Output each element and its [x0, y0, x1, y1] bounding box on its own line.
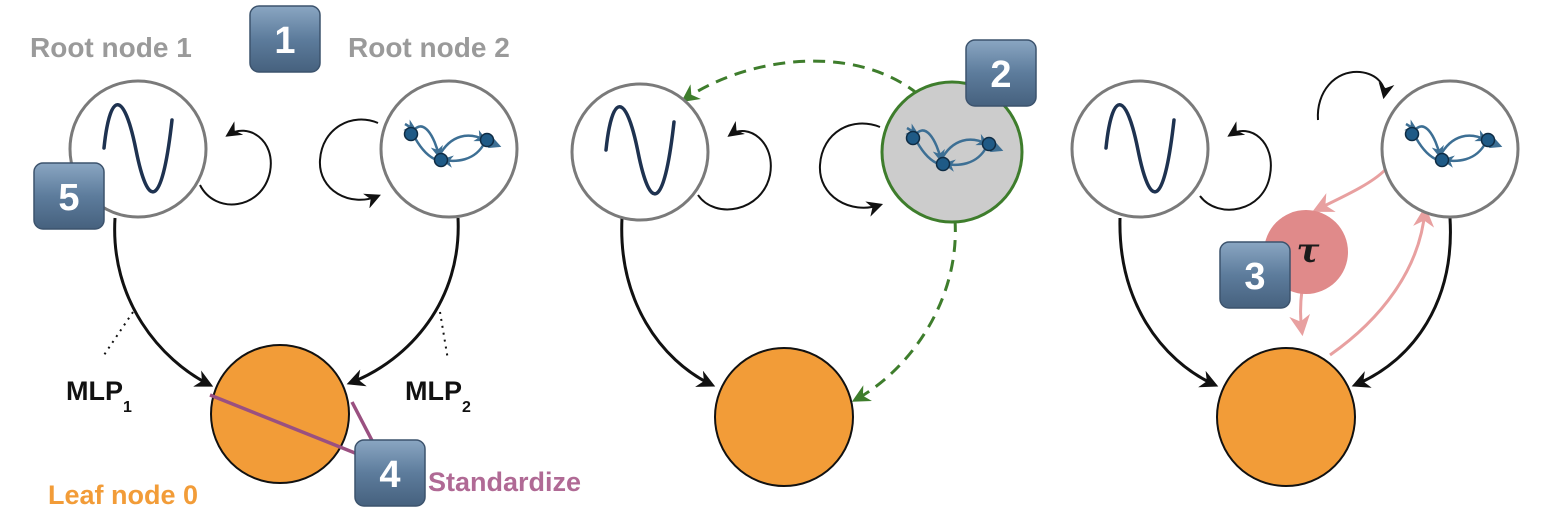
root-node-2-label: Root node 2 — [348, 32, 510, 63]
badge-2: 2 — [965, 39, 1037, 107]
self-loop-arrow-icon — [697, 121, 772, 211]
panel-1: Root node 1 Root node 2 Leaf node 0 Stan… — [30, 5, 581, 510]
panel-3: τ 3 — [1070, 70, 1520, 487]
panel-2: 2 — [570, 39, 1037, 487]
leaf-node-0 — [714, 347, 854, 487]
badge-1: 1 — [249, 5, 321, 73]
edge-root2-to-leaf — [346, 217, 460, 387]
svg-text:3: 3 — [1244, 256, 1265, 298]
intervention-arrow — [681, 59, 919, 103]
edge-root1-to-leaf — [113, 217, 214, 387]
svg-text:2: 2 — [990, 54, 1011, 96]
mlp2-pointer — [439, 311, 449, 361]
tau-output-arrow — [1289, 289, 1311, 337]
root-node-2 — [1380, 79, 1520, 219]
root-node-1-label: Root node 1 — [30, 32, 192, 63]
self-loop-arrow-icon — [199, 121, 272, 206]
mlp-1-label: MLP1 — [66, 376, 132, 416]
svg-text:5: 5 — [58, 177, 79, 219]
self-loop-arrow-icon — [318, 118, 381, 209]
leaf-node-0 — [210, 344, 350, 484]
svg-text:4: 4 — [379, 454, 400, 496]
badge-4: 4 — [354, 439, 426, 507]
standardize-line — [209, 393, 366, 459]
badge-5: 5 — [33, 162, 105, 230]
edge-root1-to-leaf — [620, 217, 716, 387]
root-node-2-intervened — [880, 80, 1024, 224]
edge-root1-to-leaf — [1118, 217, 1219, 388]
tau-input-arrow — [1312, 168, 1387, 212]
edge-root2-to-leaf — [1351, 217, 1452, 388]
badge-3: 3 — [1219, 241, 1291, 309]
intervention-arrow — [851, 219, 957, 402]
root-node-2 — [379, 79, 519, 219]
standardize-label: Standardize — [428, 467, 581, 497]
leaf-node-0 — [1216, 347, 1356, 487]
svg-text:1: 1 — [274, 20, 295, 62]
root-node-1 — [1070, 79, 1210, 219]
self-loop-arrow-icon — [1316, 70, 1395, 121]
feedback-arrow — [1329, 205, 1435, 357]
leaf-node-0-label: Leaf node 0 — [48, 480, 198, 510]
mlp-2-label: MLP2 — [405, 376, 471, 416]
mlp1-pointer — [101, 311, 134, 359]
self-loop-arrow-icon — [818, 122, 884, 217]
tau-label: τ — [1297, 231, 1320, 271]
self-loop-arrow-icon — [1199, 121, 1272, 211]
root-node-1 — [570, 82, 710, 222]
